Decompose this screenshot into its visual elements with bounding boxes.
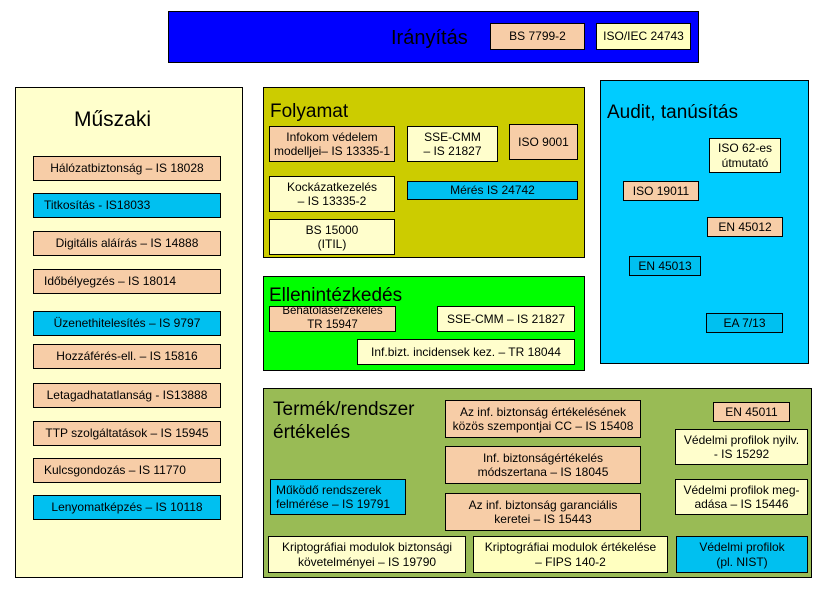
muszaki-item-idobelyeg: Időbélyegzés – IS 18014 [33,269,221,294]
modszertan-box: Inf. biztonságértékelés módszertana – IS… [445,446,641,484]
meres-box: Mérés IS 24742 [407,181,578,200]
termek-title: Termék/rendszer értékelés [273,399,415,443]
muszaki-item-letagadhat: Letagadhatatlanság - IS13888 [33,383,221,408]
vedelmi-nist-box: Védelmi profilok (pl. NIST) [676,536,808,573]
iso19011-box: ISO 19011 [623,181,699,201]
audit-title: Audit, tanúsítás [607,102,738,123]
iranyitas-title: Irányítás [391,27,468,49]
incidens-box: Inf.bizt. incidensek kez. – TR 18044 [357,339,575,365]
muszaki-item-ttp: TTP szolgáltatások – IS 15945 [33,421,221,446]
bs15000-box: BS 15000 (ITIL) [269,219,395,255]
kripto-ertekeles-box: Kriptográfiai modulok értékelése – FIPS … [473,536,668,573]
cc-box: Az inf. biztonság értékelésének közös sz… [445,400,641,438]
muszaki-item-titkositas: Titkosítás - IS18033 [33,193,221,218]
behatolas-box: Behatolásérzékelés TR 15947 [269,306,396,332]
muszaki-item-kulcs: Kulcsgondozás – IS 11770 [33,458,221,483]
muszaki-item-digitalis: Digitális aláírás – IS 14888 [33,231,221,256]
muszaki-item-halozat: Hálózatbiztonság – IS 18028 [33,156,221,181]
muszaki-item-uzenet: Üzenethitelesítés – IS 9797 [33,311,221,336]
muszaki-title: Műszaki [74,108,152,131]
ea713-box: EA 7/13 [706,313,783,333]
vedelmi-nyilv-box: Védelmi profilok nyilv. - IS 15292 [675,429,808,465]
en45011-box: EN 45011 [713,402,790,422]
garancialis-box: Az inf. biztonság garanciális keretei – … [445,493,641,531]
mukodo-box: Működő rendszerek felmérése – IS 19791 [270,479,406,515]
muszaki-item-lenyomat: Lenyomatképzés – IS 10118 [33,495,221,520]
iso62-box: ISO 62-es útmutató [709,138,781,173]
vedelmi-megadas-box: Védelmi profilok meg- adása – IS 15446 [675,479,808,515]
ellen-title: Ellenintézkedés [269,285,403,306]
iso9001-box: ISO 9001 [509,124,578,160]
en45012-box: EN 45012 [707,217,783,237]
iso24743-box: ISO/IEC 24743 [596,23,691,50]
infokom-box: Infokom védelem modelljei– IS 13335-1 [269,126,395,162]
sse-cmm-folyamat-box: SSE-CMM – IS 21827 [407,126,498,162]
kockazat-box: Kockázatkezelés – IS 13335-2 [269,176,395,212]
bs7799-box: BS 7799-2 [490,23,585,50]
sse-cmm-ellen-box: SSE-CMM – IS 21827 [437,306,575,332]
muszaki-item-hozzaferes: Hozzáférés-ell. – IS 15816 [33,344,221,369]
kripto-kovetelmeny-box: Kriptográfiai modulok biztonsági követel… [268,536,466,573]
en45013-box: EN 45013 [629,256,701,276]
folyamat-title: Folyamat [270,101,349,122]
